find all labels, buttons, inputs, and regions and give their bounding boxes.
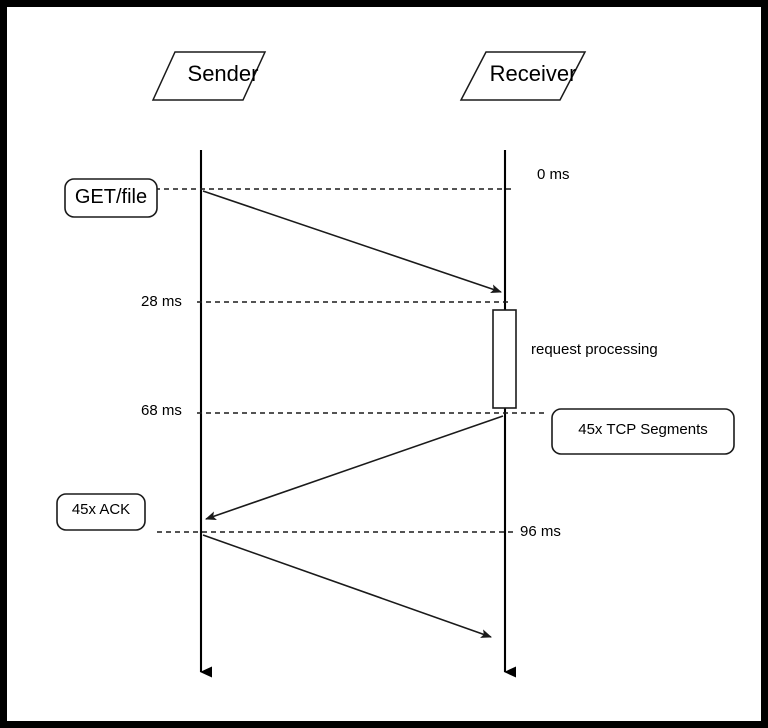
message-box-tcp-segments[interactable]	[551, 408, 735, 455]
message-label-ack: 45x ACK	[71, 501, 131, 518]
arrow-ack	[202, 534, 492, 638]
timestamp-96ms: 96 ms	[520, 523, 561, 540]
actor-sender[interactable]	[151, 51, 267, 101]
timestamp-28ms: 28 ms	[141, 293, 182, 310]
activation-label-request-processing: request processing	[531, 341, 658, 358]
arrow-tcp-segments	[205, 415, 504, 520]
timestamp-68ms: 68 ms	[141, 402, 182, 419]
actor-label-sender: Sender	[187, 61, 259, 86]
activation-request-processing	[492, 309, 517, 409]
timestamp-0ms: 0 ms	[537, 166, 570, 183]
actor-label-receiver: Receiver	[489, 61, 577, 86]
message-label-tcp-segments: 45x TCP Segments	[578, 421, 708, 438]
message-label-get-file: GET/file	[74, 186, 148, 208]
actor-receiver[interactable]	[459, 51, 587, 101]
message-box-ack[interactable]	[56, 493, 146, 531]
message-box-get-file[interactable]	[64, 178, 158, 218]
arrow-get-file	[202, 190, 502, 294]
